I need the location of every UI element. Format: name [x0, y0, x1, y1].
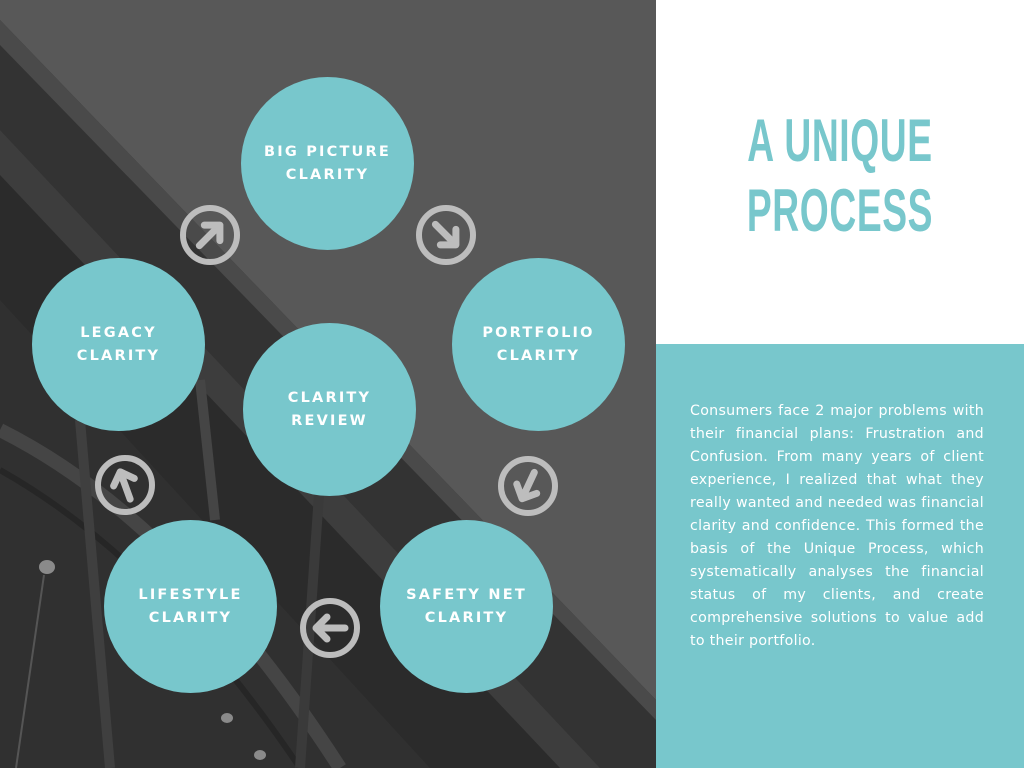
step-lifestyle-clarity[interactable]: LIFESTYLE CLARITY [104, 520, 277, 693]
step-label-line2: CLARITY [285, 166, 370, 183]
step-label-line1: SAFETY NET [406, 586, 527, 603]
arrow-up-circle-icon [95, 455, 155, 515]
step-safety-net-clarity[interactable]: SAFETY NET CLARITY [380, 520, 553, 693]
step-label-line2: REVIEW [291, 412, 368, 429]
step-label-line2: CLARITY [148, 609, 233, 626]
step-label-line1: LIFESTYLE [138, 586, 243, 603]
step-label-line2: CLARITY [496, 347, 581, 364]
step-clarity-review[interactable]: CLARITY REVIEW [243, 323, 416, 496]
step-label-line2: CLARITY [424, 609, 509, 626]
description-text: Consumers face 2 major problems with the… [690, 403, 984, 650]
description-panel: Consumers face 2 major problems with the… [656, 344, 1024, 768]
step-label-line1: CLARITY [287, 389, 372, 406]
step-label-line1: LEGACY [80, 324, 157, 341]
page-title: A UNIQUE PROCESS [726, 106, 954, 246]
step-label-line2: CLARITY [76, 347, 161, 364]
title-line1: A UNIQUE [747, 107, 933, 174]
background-photo-panel: BIG PICTURE CLARITY PORTFOLIO CLARITY SA… [0, 0, 656, 768]
arrow-left-circle-icon [300, 598, 360, 658]
step-label-line1: PORTFOLIO [482, 324, 595, 341]
arrow-down-left-circle-icon [498, 456, 558, 516]
title-panel: A UNIQUE PROCESS [656, 0, 1024, 344]
title-line2: PROCESS [746, 177, 934, 244]
step-legacy-clarity[interactable]: LEGACY CLARITY [32, 258, 205, 431]
arrow-down-right-circle-icon [416, 205, 476, 265]
step-label-line1: BIG PICTURE [264, 143, 391, 160]
step-portfolio-clarity[interactable]: PORTFOLIO CLARITY [452, 258, 625, 431]
arrow-up-right-circle-icon [180, 205, 240, 265]
step-big-picture-clarity[interactable]: BIG PICTURE CLARITY [241, 77, 414, 250]
